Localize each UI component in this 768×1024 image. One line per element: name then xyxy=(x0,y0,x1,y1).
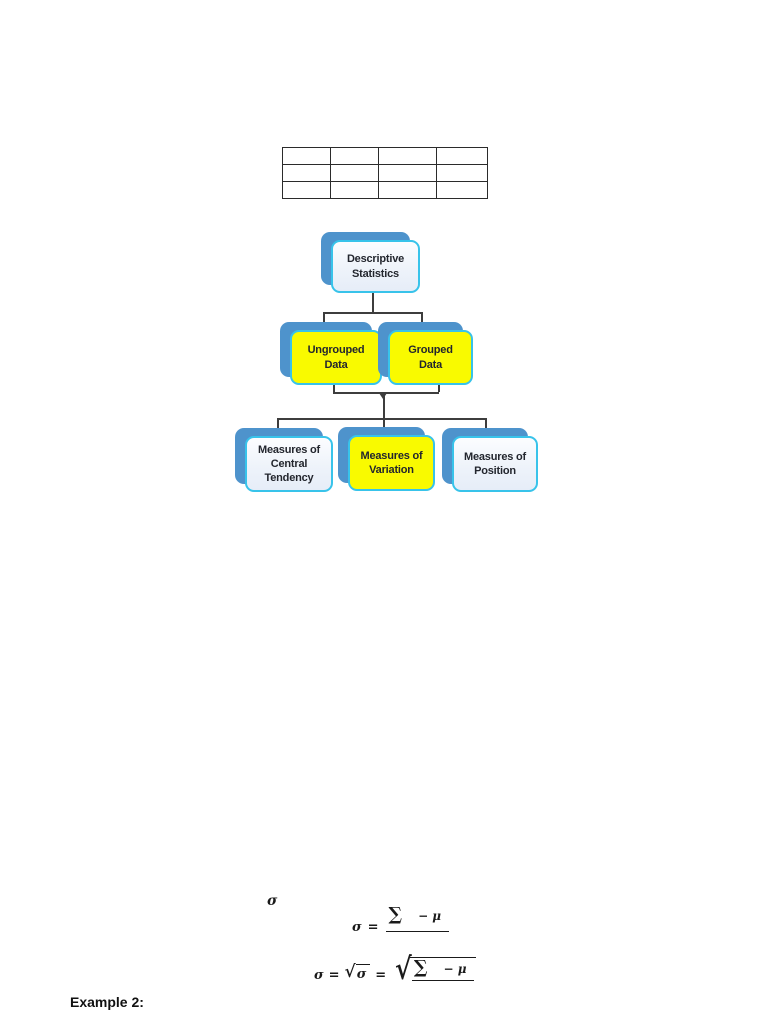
connector-to-central-tendency xyxy=(277,418,279,429)
table-cell xyxy=(282,181,331,199)
node-label: Measures of Central Tendency xyxy=(258,443,320,485)
table-cell xyxy=(330,147,379,165)
data-table xyxy=(282,147,488,199)
equals-sign: = xyxy=(328,968,340,983)
summation-symbol: ∑ xyxy=(413,957,428,978)
connector-to-variation xyxy=(383,418,385,428)
table-cell xyxy=(436,181,488,199)
table-cell xyxy=(378,147,437,165)
radicand: ∑ − μ xyxy=(409,957,477,989)
formula-lhs: σ xyxy=(352,920,362,935)
node-face: Descriptive Statistics xyxy=(331,240,420,293)
minus-mu-term: − μ xyxy=(418,909,442,923)
radical-sign: √ xyxy=(344,962,356,982)
variance-formula: σ = ∑ − μ xyxy=(352,904,450,945)
node-label: Measures of Variation xyxy=(360,449,423,476)
connector-mid-stem xyxy=(383,392,385,418)
radical-sign: √ xyxy=(395,952,412,987)
connector-root-stem xyxy=(372,293,374,312)
connector-level2-bracket xyxy=(323,312,422,314)
connector-merge-bracket xyxy=(333,392,439,394)
fraction-denominator xyxy=(386,932,450,945)
connector-level3-bracket xyxy=(277,418,486,420)
node-measures-variation: Measures of Variation xyxy=(338,427,435,491)
table-cell xyxy=(282,164,331,182)
node-label: Descriptive Statistics xyxy=(346,253,405,280)
node-face: Measures of Variation xyxy=(348,435,435,491)
standard-deviation-formula: σ = √ σ = √ ∑ − μ xyxy=(314,952,477,989)
fraction: ∑ − μ xyxy=(411,957,475,989)
data-table-body xyxy=(282,147,488,199)
node-face: Measures of Central Tendency xyxy=(245,436,333,492)
table-row xyxy=(282,181,488,199)
node-label: Grouped Data xyxy=(408,344,453,371)
connector-to-ungrouped xyxy=(323,312,325,323)
table-row xyxy=(282,147,488,165)
node-face: Grouped Data xyxy=(388,330,473,385)
node-label: Measures of Position xyxy=(464,450,526,477)
table-cell xyxy=(282,147,331,165)
node-label: Ungrouped Data xyxy=(307,344,365,371)
sqrt-fraction: √ ∑ − μ xyxy=(392,952,477,989)
node-descriptive-statistics: Descriptive Statistics xyxy=(321,232,420,293)
table-cell xyxy=(436,147,488,165)
connector-to-grouped xyxy=(421,312,423,323)
equals-sign: = xyxy=(375,968,387,983)
node-measures-central-tendency: Measures of Central Tendency xyxy=(235,428,333,492)
fraction-numerator: ∑ − μ xyxy=(411,957,475,981)
equals-sign: = xyxy=(367,920,379,935)
table-cell xyxy=(378,164,437,182)
minus-mu-term: − μ xyxy=(443,962,467,976)
fraction: ∑ − μ xyxy=(385,904,450,945)
node-face: Ungrouped Data xyxy=(290,330,382,385)
example-heading: Example 2: xyxy=(70,994,144,1010)
node-face: Measures of Position xyxy=(452,436,538,492)
connector-from-grouped xyxy=(438,385,440,392)
table-cell xyxy=(330,181,379,199)
connector-from-ungrouped xyxy=(333,385,335,392)
sigma-symbol: σ xyxy=(267,893,278,909)
fraction-numerator: ∑ − μ xyxy=(385,904,450,932)
connector-to-position xyxy=(485,418,487,429)
fraction-denominator xyxy=(412,981,475,989)
sqrt-sigma: √ σ xyxy=(345,964,371,982)
table-cell xyxy=(378,181,437,199)
summation-symbol: ∑ xyxy=(388,904,403,925)
table-cell xyxy=(330,164,379,182)
table-row xyxy=(282,164,488,182)
formula-lhs: σ xyxy=(314,968,324,983)
radicand: σ xyxy=(355,964,371,982)
node-measures-position: Measures of Position xyxy=(442,428,538,492)
table-cell xyxy=(436,164,488,182)
node-ungrouped-data: Ungrouped Data xyxy=(280,322,382,385)
node-grouped-data: Grouped Data xyxy=(378,322,473,385)
